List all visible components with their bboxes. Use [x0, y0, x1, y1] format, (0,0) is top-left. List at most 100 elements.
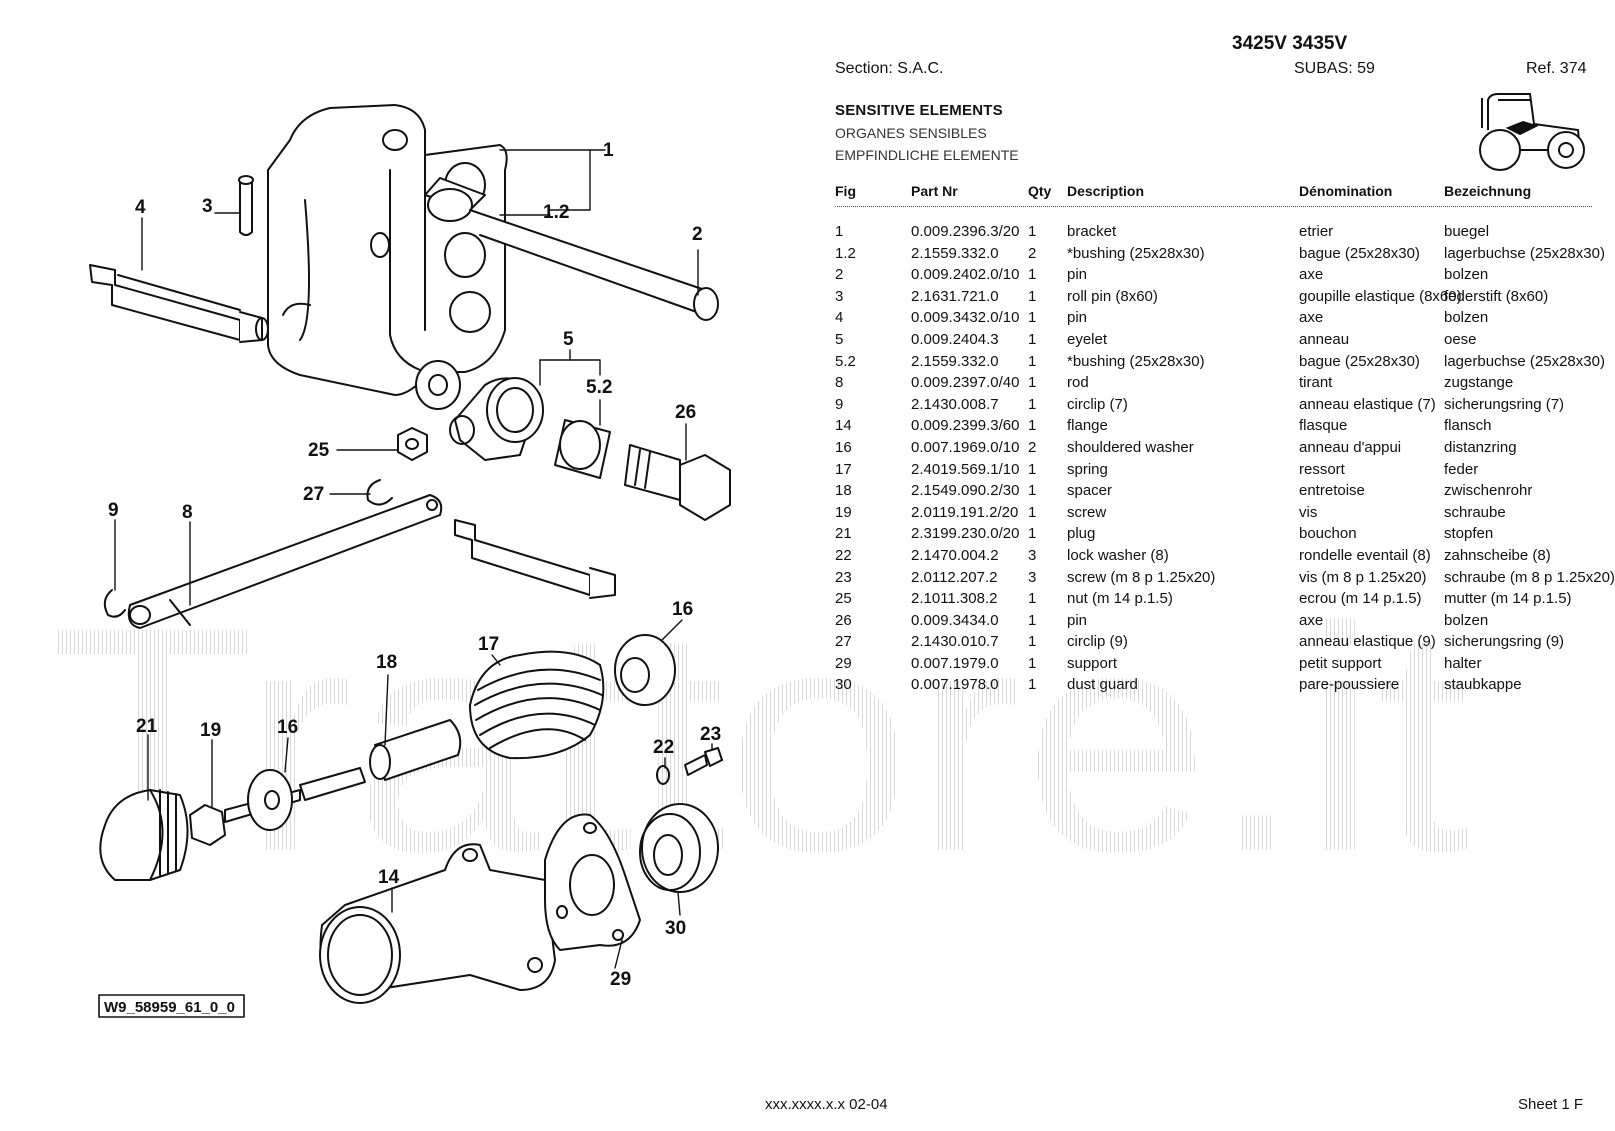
cell-desc: *bushing (25x28x30)	[1067, 352, 1205, 370]
cell-fig: 21	[835, 525, 852, 543]
cell-bez: mutter (m 14 p.1.5)	[1444, 590, 1572, 608]
part-roll-pin	[238, 175, 254, 236]
cell-part: 2.1559.332.0	[911, 244, 999, 262]
cell-qty: 1	[1028, 417, 1037, 435]
cell-part: 2.1430.010.7	[911, 633, 999, 651]
cell-part: 0.007.1979.0	[911, 654, 999, 672]
cell-qty: 1	[1028, 309, 1037, 327]
cell-fig: 8	[835, 374, 844, 392]
callout-5-2: 5.2	[586, 377, 612, 398]
cell-den: bague (25x28x30)	[1299, 352, 1420, 370]
cell-qty: 1	[1028, 395, 1037, 413]
cell-bez: zugstange	[1444, 374, 1514, 392]
cell-den: petit support	[1299, 654, 1382, 672]
cell-den: rondelle eventail (8)	[1299, 546, 1431, 564]
part-bracket	[267, 104, 508, 410]
footer-sheet: Sheet 1 F	[1518, 1096, 1584, 1113]
drawing-id-box	[98, 994, 245, 1018]
part-pin-4	[89, 264, 269, 343]
cell-desc: plug	[1067, 525, 1096, 543]
cell-qty: 1	[1028, 525, 1037, 543]
cell-den: axe	[1299, 309, 1324, 327]
cell-den: ressort	[1299, 460, 1345, 478]
cell-den: pare-poussiere	[1299, 676, 1400, 694]
cell-den: anneau d'appui	[1299, 438, 1402, 456]
cell-bez: halter	[1444, 654, 1482, 672]
part-pin-26	[624, 444, 731, 521]
callout-16b: 16	[277, 717, 298, 738]
cell-qty: 1	[1028, 482, 1037, 500]
cell-fig: 18	[835, 482, 852, 500]
part-washer-16b	[247, 769, 293, 831]
cell-fig: 9	[835, 395, 844, 413]
part-plug	[99, 789, 189, 881]
cell-bez: distanzring	[1444, 438, 1517, 456]
cell-bez: sicherungsring (7)	[1444, 395, 1565, 413]
cell-bez: stopfen	[1444, 525, 1494, 543]
cell-qty: 1	[1028, 352, 1037, 370]
part-rod	[127, 494, 443, 629]
cell-desc: roll pin (8x60)	[1067, 287, 1158, 305]
callout-16a: 16	[672, 599, 693, 620]
cell-desc: dust guard	[1067, 676, 1138, 694]
model-title: 3425V 3435V	[1232, 33, 1348, 54]
callout-21: 21	[136, 716, 158, 737]
cell-qty: 1	[1028, 590, 1037, 608]
cell-fig: 5	[835, 330, 844, 348]
callout-5: 5	[563, 329, 574, 350]
cell-desc: screw	[1067, 503, 1107, 521]
cell-den: bouchon	[1299, 525, 1357, 543]
cell-den: bague (25x28x30)	[1299, 244, 1420, 262]
cell-desc: bracket	[1067, 223, 1117, 240]
cell-fig: 26	[835, 611, 852, 629]
cell-bez: schraube	[1444, 503, 1506, 521]
cell-bez: feder	[1444, 460, 1479, 478]
cell-fig: 16	[835, 438, 852, 456]
subas-label: SUBAS: 59	[1294, 60, 1375, 77]
cell-bez: bolzen	[1444, 266, 1489, 284]
callout-29: 29	[610, 969, 631, 990]
cell-den: vis	[1299, 503, 1318, 521]
cell-qty: 1	[1028, 330, 1037, 348]
cell-qty: 1	[1028, 460, 1037, 478]
cell-den: tirant	[1299, 374, 1333, 392]
cell-qty: 1	[1028, 503, 1037, 521]
cell-part: 2.1559.332.0	[911, 352, 999, 370]
cell-qty: 1	[1028, 223, 1037, 240]
cell-bez: schraube (m 8 p 1.25x20)	[1444, 568, 1615, 586]
group-title-de: EMPFINDLICHE ELEMENTE	[835, 147, 1019, 163]
part-circlip-27	[366, 479, 393, 506]
cell-fig: 27	[835, 633, 852, 651]
cell-desc: spacer	[1067, 482, 1113, 500]
cell-bez: lagerbuchse (25x28x30)	[1444, 352, 1605, 370]
part-dust-guard	[639, 803, 719, 893]
cell-desc: flange	[1067, 417, 1108, 435]
cell-fig: 2	[835, 266, 844, 284]
cell-fig: 25	[835, 590, 852, 608]
cell-qty: 1	[1028, 633, 1037, 651]
drawing-id: W9_58959_61_0_0	[104, 999, 235, 1016]
cell-fig: 30	[835, 676, 852, 694]
cell-fig: 23	[835, 568, 852, 586]
cell-desc: spring	[1067, 460, 1108, 478]
cell-part: 2.4019.569.1/10	[911, 460, 1020, 478]
cell-bez: lagerbuchse (25x28x30)	[1444, 244, 1605, 262]
callout-30: 30	[665, 918, 686, 939]
cell-fig: 3	[835, 287, 844, 305]
ref-label: Ref. 374	[1526, 60, 1587, 77]
cell-den: etrier	[1299, 223, 1334, 240]
cell-part: 2.1631.721.0	[911, 287, 999, 305]
cell-desc: pin	[1067, 266, 1088, 284]
cell-fig: 14	[835, 417, 852, 435]
part-flange	[319, 843, 556, 1004]
part-screw-23	[684, 747, 723, 776]
part-spring	[469, 650, 605, 760]
cell-den: vis (m 8 p 1.25x20)	[1299, 568, 1427, 586]
